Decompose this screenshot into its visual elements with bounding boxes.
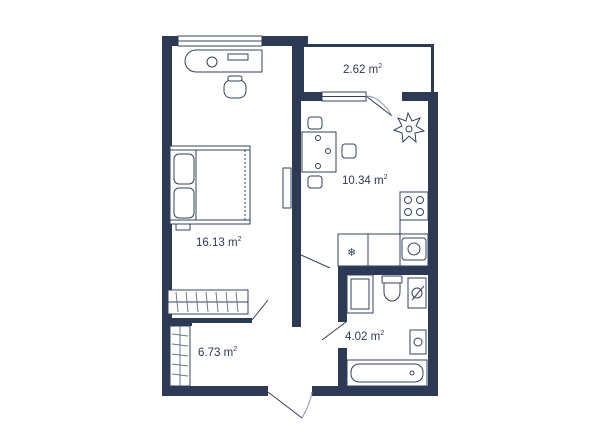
snowflake-icon: ❄ [347,246,356,259]
doors [251,95,393,419]
area-unit: m [373,175,384,187]
wall-bedroom-kitchen-low [292,255,301,327]
wall-bath-top [338,266,434,275]
pillow [173,187,195,219]
area-unit: m [370,331,381,343]
balcony-area-value: 2.62 [343,64,366,76]
plate-icon [325,148,331,154]
wall-kitchen-top-left [292,92,322,101]
bathroom-furniture [346,274,428,387]
kitchen-area-label: 10.34 m2 [342,174,387,187]
chair [307,116,323,130]
bath-area-label: 4.02 m2 [345,330,384,343]
area-unit-exponent: 2 [380,330,385,337]
area-unit-exponent: 2 [383,174,388,181]
hall-area-value: 6.73 [198,347,221,359]
toilet [381,275,403,284]
wall-top-left [162,36,178,46]
bathroom-door [321,321,347,341]
burner-icon [404,208,412,216]
monitor-icon [227,53,249,61]
wall-bath-left-low [338,348,347,394]
walls [162,36,438,396]
balcony-top [301,44,433,47]
bedroom-area-label: 16.13 m2 [196,236,241,249]
area-unit: m [223,347,234,359]
plate-icon [315,135,321,141]
entrance-door [267,391,303,419]
burner-icon [404,196,412,204]
plate-icon [315,163,321,169]
balcony-right [431,44,434,94]
balcony-door [365,95,393,117]
wall-right [428,92,438,396]
kitchen-furniture: ❄ [301,111,429,267]
lamp-icon [206,56,218,68]
wall-hall-top [162,318,252,323]
area-unit-exponent: 2 [233,346,238,353]
wall-hall-divider [162,318,192,326]
bedroom-area-value: 16.13 [196,237,225,249]
chair [341,143,357,159]
pillow [173,153,195,185]
kitchen-area-value: 10.34 [342,175,371,187]
wall-bottom-left [162,386,268,396]
wall-bottom-right [312,386,438,396]
area-unit: m [368,64,379,76]
burner-icon [416,208,424,216]
desk-chair [223,79,247,99]
chair [307,175,323,189]
hall-area-label: 6.73 m2 [198,346,237,359]
bedroom-furniture [167,49,292,315]
kitchen-door [300,254,331,269]
wall-bath-left [338,266,347,322]
balcony-area-label: 2.62 m2 [343,63,382,76]
wall-kitchen-top-right [402,92,438,101]
wall-left [162,36,172,396]
balcony-left [301,44,304,94]
wall-mirror [282,167,292,209]
desk [184,49,263,73]
stove [399,191,429,221]
bath-area-value: 4.02 [345,331,368,343]
area-unit-exponent: 2 [378,63,383,70]
wall-bedroom-kitchen [292,36,301,265]
area-unit-exponent: 2 [237,236,242,243]
wall-top-right [262,36,308,46]
hall-furniture [169,325,191,387]
burner-icon [416,196,424,204]
bedroom-door [251,299,269,321]
nightstand [175,223,191,231]
windows [177,35,367,102]
area-unit: m [227,237,238,249]
